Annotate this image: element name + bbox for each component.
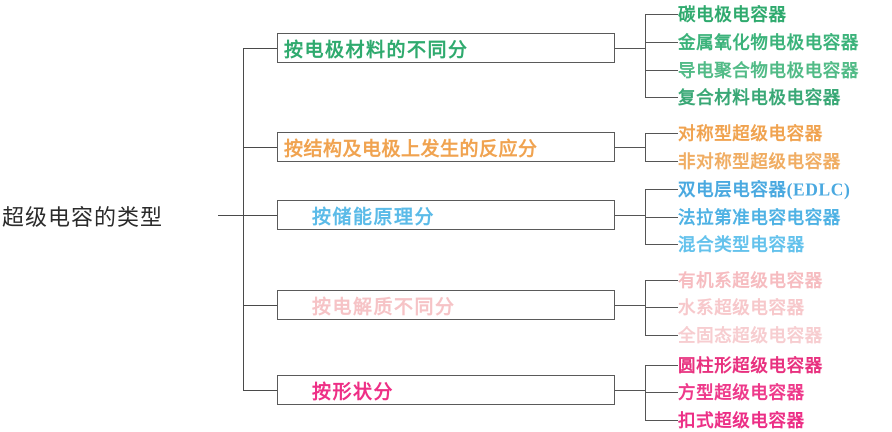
leaf-line-4-1 [645,280,678,281]
leaf-node-3-2[interactable]: 法拉第准电容电容器 [678,207,841,228]
leaf-spine-2 [645,133,646,161]
leaf-node-4-2[interactable]: 水系超级电容器 [678,297,805,318]
leaf-node-1-2[interactable]: 金属氧化物电极电容器 [678,32,859,53]
leaf-line-3-3 [645,244,678,245]
branch-out-line-4 [615,305,645,306]
branch-connector-1 [243,48,278,49]
leaf-line-4-2 [645,307,678,308]
category-box-1[interactable]: 按电极材料的不同分 [277,33,615,63]
leaf-node-1-4[interactable]: 复合材料电极电容器 [678,87,841,108]
category-label-1: 按电极材料的不同分 [284,39,469,61]
category-label-3: 按储能原理分 [312,206,436,228]
category-box-4[interactable]: 按电解质不同分 [277,290,615,320]
leaf-node-1-3[interactable]: 导电聚合物电极电容器 [678,60,859,81]
leaf-line-5-3 [645,420,678,421]
branch-out-line-3 [615,215,645,216]
root-node-label: 超级电容的类型 [2,205,164,230]
leaf-line-1-2 [645,42,678,43]
leaf-line-5-2 [645,392,678,393]
category-box-2[interactable]: 按结构及电极上发生的反应分 [277,132,615,162]
category-box-3[interactable]: 按储能原理分 [277,200,615,230]
leaf-line-5-1 [645,365,678,366]
leaf-line-4-3 [645,335,678,336]
branch-connector-5 [243,390,278,391]
branch-out-line-1 [615,48,645,49]
leaf-line-3-1 [645,189,678,190]
leaf-node-3-1[interactable]: 双电层电容器(EDLC) [678,179,851,200]
leaf-node-2-2[interactable]: 非对称型超级电容器 [678,151,841,172]
leaf-line-2-1 [645,133,678,134]
leaf-spine-3 [645,189,646,244]
category-label-2: 按结构及电极上发生的反应分 [284,138,538,160]
leaf-line-3-2 [645,217,678,218]
leaf-node-4-1[interactable]: 有机系超级电容器 [678,270,823,291]
branch-out-line-5 [615,390,645,391]
category-box-5[interactable]: 按形状分 [277,375,615,405]
leaf-line-1-4 [645,97,678,98]
category-label-5: 按形状分 [312,381,395,403]
branch-connector-3 [243,215,278,216]
branch-connector-2 [243,147,278,148]
leaf-node-4-3[interactable]: 全固态超级电容器 [678,325,823,346]
leaf-line-1-3 [645,70,678,71]
leaf-node-1-1[interactable]: 碳电极电容器 [678,4,787,25]
leaf-line-1-1 [645,14,678,15]
leaf-spine-1 [645,14,646,97]
leaf-node-5-3[interactable]: 扣式超级电容器 [678,410,805,431]
leaf-line-2-2 [645,161,678,162]
branch-connector-4 [243,305,278,306]
root-connector-line [218,215,244,216]
leaf-node-5-2[interactable]: 方型超级电容器 [678,382,805,403]
main-trunk-line [243,48,244,390]
leaf-node-5-1[interactable]: 圆柱形超级电容器 [678,355,823,376]
leaf-node-3-3[interactable]: 混合类型电容器 [678,234,805,255]
category-label-4: 按电解质不同分 [312,296,456,318]
branch-out-line-2 [615,147,645,148]
leaf-node-2-1[interactable]: 对称型超级电容器 [678,123,823,144]
